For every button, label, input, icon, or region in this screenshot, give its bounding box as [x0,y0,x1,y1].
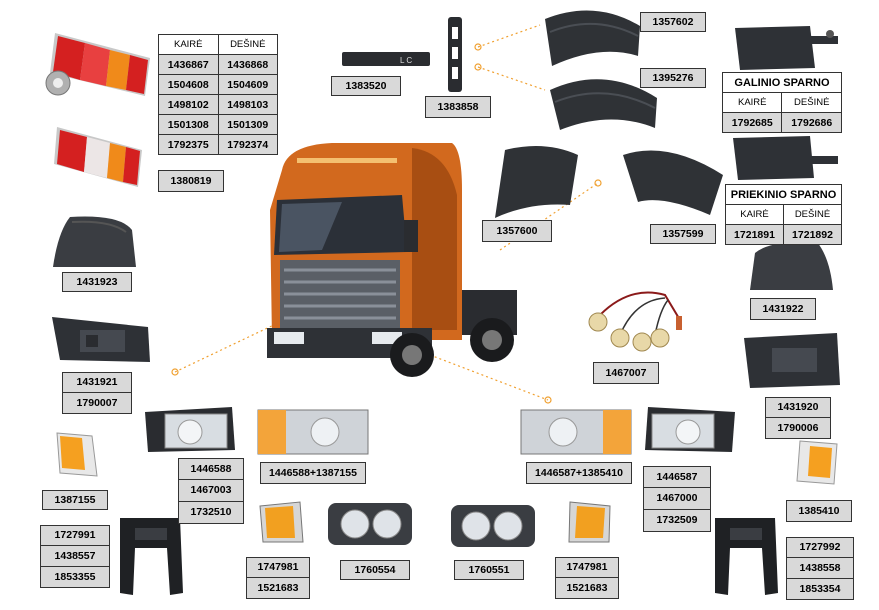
col-header-left: KAIRĖ [725,204,784,225]
table-cell: 1792686 [781,112,842,133]
front-fender-bracket-image [733,136,838,180]
bulb-harness-image [588,291,682,352]
headlamp-left-combo-image [257,409,369,455]
headlamp-left-labels: 1446588 1467003 1732510 [178,458,244,524]
part-number-label: 1431923 [62,272,132,292]
indicator-right-image [568,501,611,543]
part-number-label: 1431920 [765,397,831,418]
step-frame-right-image [715,518,778,595]
part-number-label: 1357599 [650,224,716,244]
part-number-label: 1727992 [786,537,854,558]
part-number-label: 1760551 [454,560,524,580]
corner-panel-left-image [53,216,136,267]
col-header-right: DEŠINĖ [783,204,842,225]
rear-fender-bracket-image [735,26,838,70]
headlamp-right-image [645,407,735,452]
table-cell: 1721891 [725,224,784,245]
emblem-image: L C [342,52,430,66]
step-frame-right-labels: 1727992 1438558 1853354 [786,537,854,600]
front-fender-bracket-table: PRIEKINIO SPARNO KAIRĖ DEŠINĖ 1721891 17… [725,184,842,245]
part-number-label: 1853354 [786,579,854,600]
foglamp-right-image [451,505,535,547]
rear-fender-bracket-table: GALINIO SPARNO KAIRĖ DEŠINĖ 1792685 1792… [721,72,842,133]
table-cell: 1792375 [158,134,219,155]
part-number-label: 1446587+1385410 [526,462,632,484]
col-header-right: DEŠINĖ [217,34,278,55]
svg-text:L C: L C [400,56,412,65]
part-number-label: 1853355 [40,567,110,588]
part-number-label: 1395276 [640,68,706,88]
part-number-label: 1467003 [178,480,244,502]
table-cell: 1504608 [158,74,219,95]
part-number-label: 1727991 [40,525,110,546]
indicator-left-labels: 1747981 1521683 [246,557,310,599]
table-cell: 1501308 [158,114,219,135]
table-caption: GALINIO SPARNO [722,72,842,93]
fender-top-1-image [545,10,640,67]
col-header-right: DEŠINĖ [781,92,842,113]
handle-image [448,17,462,92]
part-number-label: 1732510 [178,502,244,524]
step-frame-left-image [120,518,183,595]
step-panel-right-labels: 1431920 1790006 [765,397,831,439]
part-number-label: 1431921 [62,372,132,393]
part-number-label: 1357600 [482,220,552,242]
part-number-label: 1387155 [42,490,108,510]
fender-top-2-image [550,79,657,130]
marker-lamp-right-image [796,440,838,485]
table-cell: 1436867 [158,54,219,75]
table-cell: 1498102 [158,94,219,115]
part-number-label: 1385410 [786,500,852,522]
table-cell: 1721892 [783,224,842,245]
indicator-right-labels: 1747981 1521683 [555,557,619,599]
truck-image [267,143,517,377]
step-panel-left-image [52,317,150,362]
part-number-label: 1467000 [643,488,711,510]
part-number-label: 1732509 [643,510,711,532]
headlamp-left-image [145,407,235,452]
part-number-label: 1446587 [643,466,711,488]
part-number-label: 1790007 [62,393,132,414]
part-number-label: 1760554 [340,560,410,580]
mudflap-right-image [623,150,723,215]
part-number-label: 1380819 [158,170,224,192]
tail-light-image [45,33,150,96]
table-cell: 1504609 [217,74,278,95]
part-number-label: 1357602 [640,12,706,32]
step-panel-left-labels: 1431921 1790007 [62,372,132,414]
col-header-left: KAIRĖ [721,92,783,113]
part-number-label: 1467007 [593,362,659,384]
tail-light-table: KAIRĖ DEŠINĖ 1436867 1436868 1504608 150… [158,34,278,155]
headlamp-right-labels: 1446587 1467000 1732509 [643,466,711,532]
table-cell: 1436868 [217,54,278,75]
indicator-left-image [259,501,304,543]
tail-light-alt-image [54,127,142,187]
part-number-label: 1438558 [786,558,854,579]
step-panel-right-image [744,333,840,388]
table-caption: PRIEKINIO SPARNO [725,184,842,205]
col-header-left: KAIRĖ [158,34,219,55]
part-number-label: 1446588 [178,458,244,480]
part-number-label: 1383520 [331,76,401,96]
mudflap-left-image [495,146,578,218]
part-number-label: 1521683 [246,578,310,599]
part-number-label: 1431922 [750,298,816,320]
marker-lamp-left-image [56,432,98,477]
part-number-label: 1446588+1387155 [260,462,366,484]
part-number-label: 1747981 [555,557,619,578]
table-cell: 1792374 [217,134,278,155]
table-cell: 1498103 [217,94,278,115]
foglamp-left-image [328,503,412,545]
part-number-label: 1747981 [246,557,310,578]
table-cell: 1501309 [217,114,278,135]
step-frame-left-labels: 1727991 1438557 1853355 [40,525,110,588]
part-number-label: 1383858 [425,96,491,118]
part-number-label: 1438557 [40,546,110,567]
headlamp-right-combo-image [520,409,632,455]
corner-panel-right-image [750,241,833,290]
part-number-label: 1521683 [555,578,619,599]
table-cell: 1792685 [721,112,783,133]
part-number-label: 1790006 [765,418,831,439]
